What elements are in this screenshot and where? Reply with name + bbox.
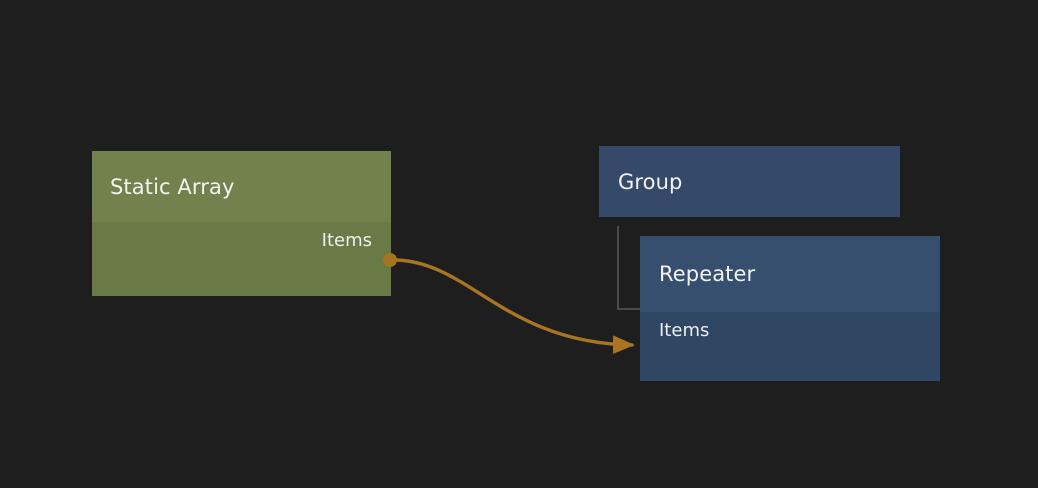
port-label-items-output: Items xyxy=(321,230,372,251)
port-row-items-output[interactable]: Items xyxy=(322,222,372,260)
node-group[interactable]: Group xyxy=(599,146,900,217)
node-static-array[interactable]: Static Array Items xyxy=(92,151,397,296)
node-group-title: Group xyxy=(618,169,683,194)
connection-items-to-items[interactable] xyxy=(394,258,635,355)
node-repeater-header[interactable]: Repeater xyxy=(640,236,940,312)
node-repeater-title: Repeater xyxy=(659,262,756,286)
port-row-items-input[interactable]: Items xyxy=(659,312,709,350)
port-dot-items-output[interactable] xyxy=(383,253,397,267)
node-static-array-header[interactable]: Static Array xyxy=(92,151,391,222)
node-repeater-body: Items xyxy=(640,312,940,381)
node-group-header[interactable]: Group xyxy=(599,146,900,217)
node-static-array-body: Items xyxy=(92,222,391,296)
node-static-array-title: Static Array xyxy=(110,174,235,199)
hierarchy-connector xyxy=(617,226,641,310)
node-repeater[interactable]: Repeater Items xyxy=(640,236,940,381)
port-label-items-input: Items xyxy=(659,320,710,341)
